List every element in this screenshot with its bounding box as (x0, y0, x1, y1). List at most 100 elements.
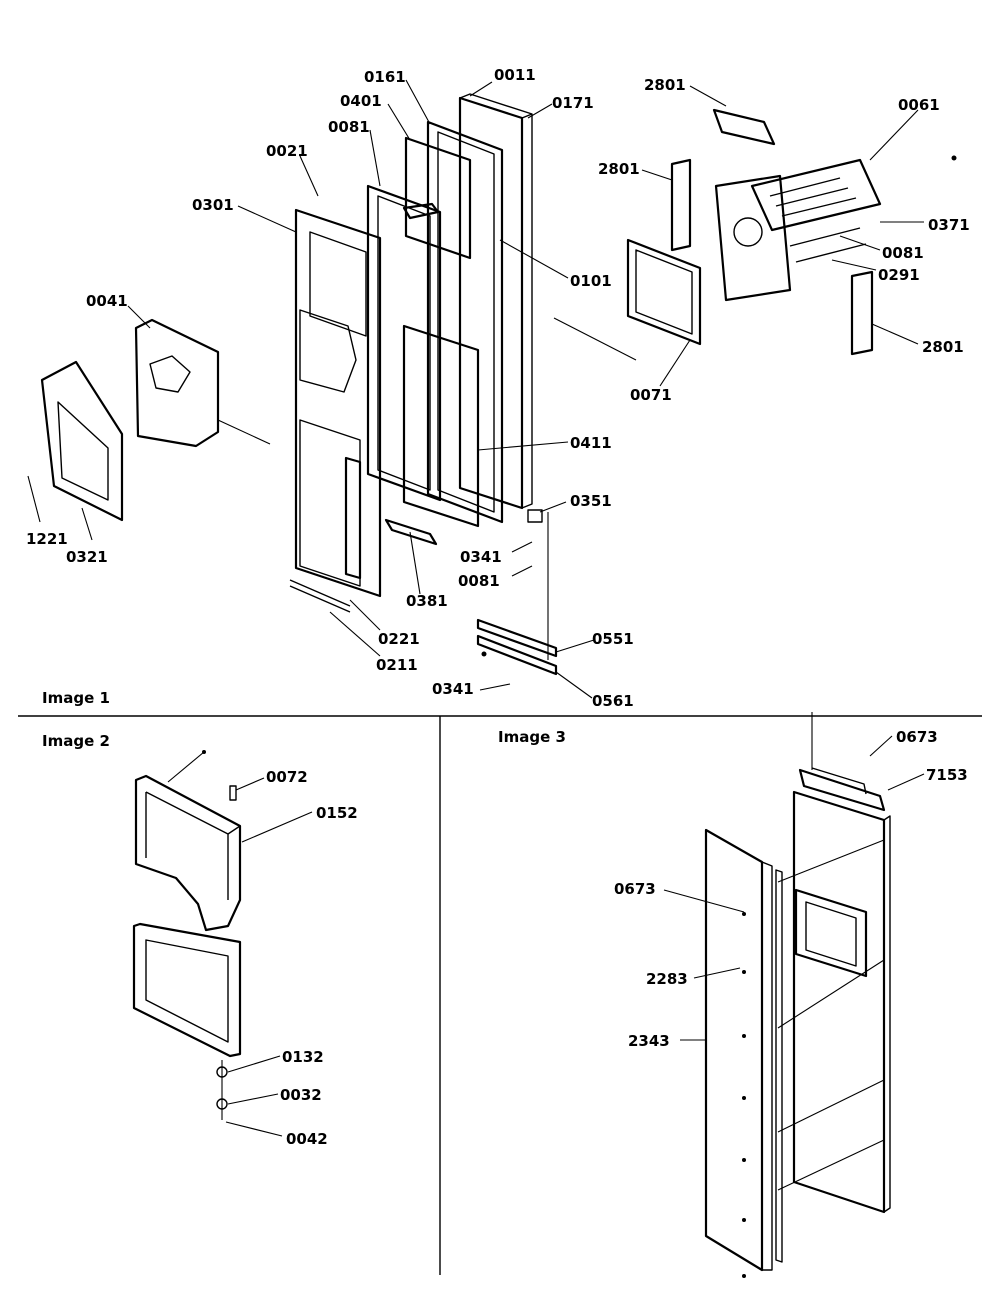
section-label-image-2: Image 2 (42, 732, 110, 750)
image-2-callouts: 0072 0152 0132 0032 0042 (266, 768, 358, 1148)
callout-0673-a: 0673 (896, 728, 938, 746)
inner-liner-rim (377, 195, 431, 491)
callout-2283: 2283 (646, 970, 688, 988)
door-gasket-inner (437, 131, 495, 513)
callout-0011: 0011 (494, 66, 536, 84)
door-side-panel (704, 828, 764, 1272)
image-1-drawing (40, 93, 882, 676)
callout-2801-c: 2801 (922, 338, 964, 356)
callout-0072: 0072 (266, 768, 308, 786)
door-outer-panel-img3 (792, 790, 886, 1214)
bezel-connector (217, 419, 271, 445)
dispenser-cutout-inner (805, 901, 857, 967)
callout-0561: 0561 (592, 692, 634, 710)
dispenser-bezel (40, 360, 124, 522)
callout-1221: 1221 (26, 530, 68, 548)
callout-0061: 0061 (898, 96, 940, 114)
side-plate-2801-right (850, 270, 874, 356)
door-outer-panel-side (883, 815, 891, 1213)
vertical-trim-strip (344, 456, 362, 580)
section-label-image-3: Image 3 (498, 728, 566, 746)
cover-plate-2801-top (712, 108, 776, 146)
inner-liner (366, 184, 442, 502)
callout-0381: 0381 (406, 592, 448, 610)
door-gasket-frame (426, 120, 504, 524)
ice-maker-motor (733, 217, 763, 247)
front-liner (294, 208, 382, 598)
bottom-trim-0381 (384, 518, 438, 546)
section-label-image-1: Image 1 (42, 689, 110, 707)
callout-0081-c: 0081 (458, 572, 500, 590)
dispenser-housing-0041 (134, 318, 220, 448)
dispenser-funnel (149, 355, 191, 393)
callout-0032: 0032 (280, 1086, 322, 1104)
lower-channel-0551 (476, 618, 558, 658)
top-hinge-detail (811, 767, 867, 795)
door-outer-panel-edge (459, 93, 533, 509)
callout-0551: 0551 (592, 630, 634, 648)
frame-0071-inner (635, 249, 693, 335)
ice-maker-housing (714, 174, 792, 302)
callout-0101: 0101 (570, 272, 612, 290)
upper-housing-edge (227, 825, 241, 835)
callout-0221: 0221 (378, 630, 420, 648)
callout-0071: 0071 (630, 386, 672, 404)
callout-2801-a: 2801 (644, 76, 686, 94)
ice-tray-slots (769, 177, 857, 217)
insulation-panel (404, 136, 472, 260)
callout-0371: 0371 (928, 216, 970, 234)
image-2-leaders (225, 777, 313, 1137)
callout-0132: 0132 (282, 1048, 324, 1066)
lower-housing-face (145, 939, 229, 1043)
door-panel-0411 (402, 324, 480, 528)
callout-0152: 0152 (316, 804, 358, 822)
hinge-bracket-0351 (527, 509, 543, 523)
image-3-leaders (663, 735, 925, 1041)
lower-housing (132, 922, 242, 1058)
image-3-callouts: 0673 7153 0673 2283 2343 (614, 728, 968, 1050)
top-hinge (798, 768, 886, 812)
image-2-drawing (132, 750, 242, 1120)
image-1-callouts: 0011 0161 0171 0401 0081 0021 0301 2801 … (26, 66, 970, 710)
callout-0081-b: 0081 (882, 244, 924, 262)
upper-housing (134, 774, 242, 932)
front-liner-window (309, 231, 367, 337)
callout-0171: 0171 (552, 94, 594, 112)
dispenser-cradle (299, 309, 357, 393)
callout-0301: 0301 (192, 196, 234, 214)
bottom-strip-0211 (289, 579, 351, 613)
image-1-leaders (27, 79, 957, 699)
side-plate-2801-left (670, 158, 692, 252)
lower-channel-0561 (476, 634, 558, 676)
frame-0071 (626, 238, 702, 346)
callout-7153: 7153 (926, 766, 968, 784)
callout-2343: 2343 (628, 1032, 670, 1050)
callout-0161: 0161 (364, 68, 406, 86)
callout-0291: 0291 (878, 266, 920, 284)
callout-0351: 0351 (570, 492, 612, 510)
dispenser-bezel-inner (57, 401, 109, 501)
top-trim (402, 202, 440, 220)
dispenser-cutout (794, 888, 868, 978)
callout-0341-a: 0341 (460, 548, 502, 566)
callout-0081-a: 0081 (328, 118, 370, 136)
ice-tray-0061 (750, 158, 882, 232)
callout-0321: 0321 (66, 548, 108, 566)
callout-0341-b: 0341 (432, 680, 474, 698)
callout-0411: 0411 (570, 434, 612, 452)
clip-0072 (229, 785, 237, 801)
bucket-tie (553, 317, 637, 361)
front-liner-lower (299, 419, 361, 587)
callout-0211: 0211 (376, 656, 418, 674)
callout-0021: 0021 (266, 142, 308, 160)
callout-0401: 0401 (340, 92, 382, 110)
callout-0041: 0041 (86, 292, 128, 310)
door-side-edge (761, 861, 773, 1271)
upper-housing-face (145, 791, 229, 900)
gasket-strip (775, 869, 783, 1263)
image-3-drawing (704, 712, 891, 1278)
bucket-rails (789, 227, 867, 263)
callout-2801-b: 2801 (598, 160, 640, 178)
callout-0042: 0042 (286, 1130, 328, 1148)
